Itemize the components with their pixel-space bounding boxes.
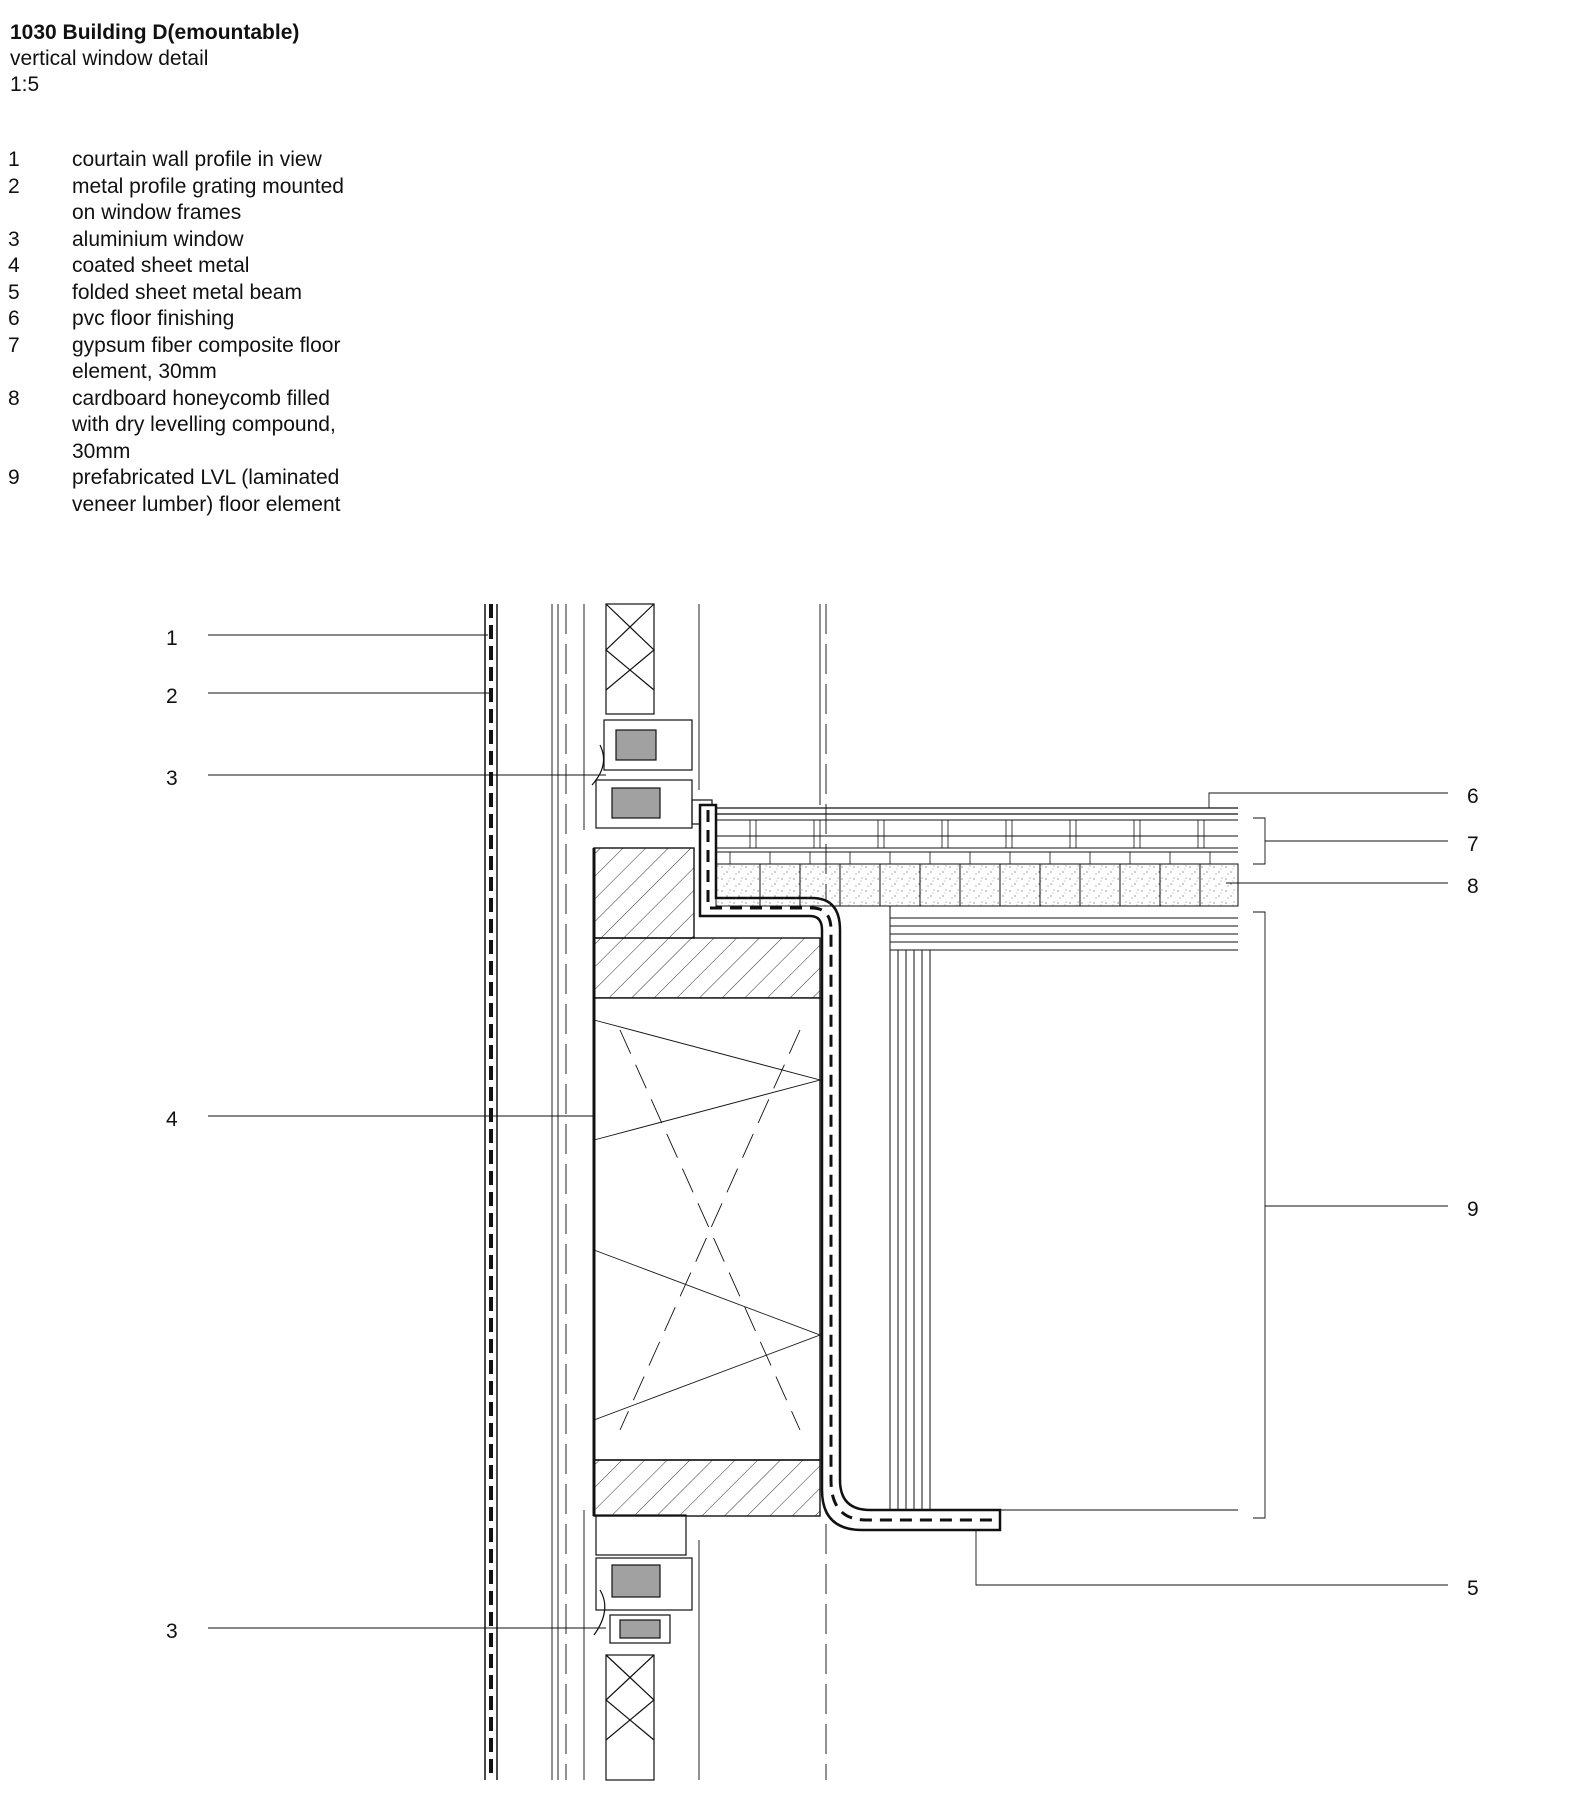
- callout-9: 9: [1467, 1198, 1479, 1221]
- legend-number: 9: [8, 466, 20, 489]
- pvc-floor-finishing: [716, 807, 1238, 815]
- legend-number: 6: [8, 307, 20, 330]
- legend-text: aluminium window: [72, 227, 244, 251]
- legend-item: 3 aluminium window: [8, 227, 528, 254]
- legend-text: pvc floor finishing: [72, 307, 235, 330]
- legend-number: 4: [8, 254, 20, 277]
- legend-text: gypsum fiber composite floor element, 30…: [72, 333, 341, 384]
- lvl-floor-element: [889, 905, 1238, 1511]
- leader-lines: [208, 634, 1448, 1629]
- callout-4: 4: [166, 1108, 178, 1131]
- legend-number: 8: [8, 386, 20, 410]
- callout-5: 5: [1467, 1577, 1479, 1600]
- legend-text: metal profile grating mounted on window …: [72, 174, 344, 225]
- callout-6: 6: [1467, 785, 1479, 808]
- legend-item: 8 cardboard honeycomb filled with dry lev…: [8, 386, 528, 466]
- drawing-title: 1030 Building D(emountable): [10, 21, 300, 44]
- curtain-wall-profile: [484, 604, 498, 1780]
- legend-item: 6 pvc floor finishing: [8, 306, 528, 333]
- legend-number: 5: [8, 280, 20, 304]
- window-unit-top: [591, 603, 713, 829]
- callout-1: 1: [166, 627, 178, 650]
- legend-text: courtain wall profile in view: [72, 148, 322, 171]
- legend-number: 3: [8, 227, 20, 251]
- drawing-header: 1030 Building D(emountable) vertical win…: [10, 20, 610, 98]
- legend-number: 7: [8, 333, 20, 357]
- legend-item: 1 courtain wall profile in view: [8, 147, 528, 174]
- callout-8: 8: [1467, 875, 1479, 898]
- legend-item: 5 folded sheet metal beam: [8, 280, 528, 307]
- callout-2: 2: [166, 685, 178, 708]
- beam-insulation-dashes: [706, 810, 1000, 1522]
- legend-number: 2: [8, 174, 20, 198]
- legend-item: 4 coated sheet metal: [8, 253, 528, 280]
- callout-3-top: 3: [166, 767, 178, 790]
- drawing-subtitle: vertical window detail: [10, 47, 209, 70]
- callout-7: 7: [1467, 833, 1479, 856]
- legend: 1 courtain wall profile in view 2 metal pr…: [8, 147, 528, 518]
- legend-text: coated sheet metal: [72, 254, 250, 277]
- gypsum-fiber-floor-element: [716, 819, 1238, 864]
- legend-text: prefabricated LVL (laminated veneer lumb…: [72, 466, 341, 516]
- folded-sheet-metal-beam: [698, 803, 1002, 1532]
- legend-text: cardboard honeycomb filled with dry leve…: [72, 386, 336, 463]
- drawing-scale: 1:5: [10, 73, 40, 96]
- legend-text: folded sheet metal beam: [72, 280, 302, 304]
- legend-number: 1: [8, 148, 20, 171]
- window-unit-bottom: [593, 1514, 693, 1781]
- legend-item: 2 metal profile grating mounted on window…: [8, 174, 528, 227]
- coated-sheet-metal-block: [592, 847, 822, 1517]
- legend-item: 7 gypsum fiber composite floor element, 3…: [8, 333, 528, 386]
- callout-3-bottom: 3: [166, 1620, 178, 1643]
- legend-item: 9 prefabricated LVL (laminated veneer lum…: [8, 465, 528, 518]
- honeycomb-levelling-layer: [715, 863, 1239, 907]
